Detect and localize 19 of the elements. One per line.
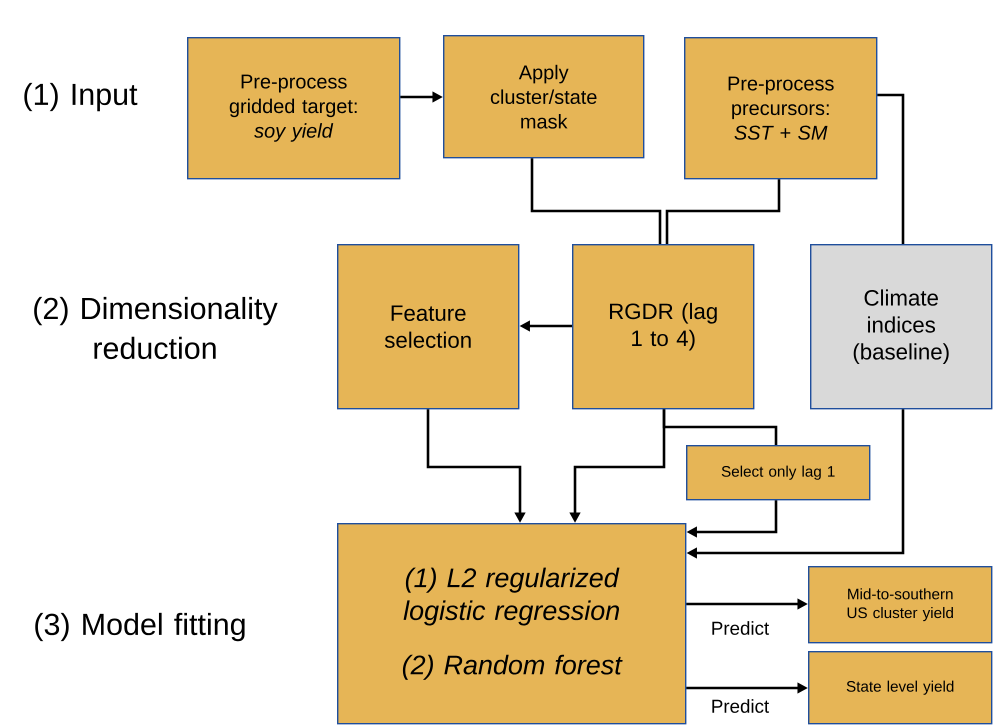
process-box: Climate indices (baseline)	[810, 244, 992, 410]
process-box: RGDR (lag 1 to 4)	[572, 244, 754, 410]
connector-line	[530, 158, 662, 244]
stage-label: (1) Input	[24, 82, 138, 112]
stage-label: (3) Model fitting	[35, 612, 245, 642]
process-box: State level yield	[808, 651, 992, 724]
process-box: Apply cluster/state mask	[443, 35, 644, 158]
process-box: Pre-process precursors: SST + SM	[684, 37, 878, 180]
process-box: (1) L2 regularized logistic regression (2) Random forest	[337, 523, 686, 724]
stage-label: (2) Dimensionality reduction	[34, 296, 278, 360]
connector-line	[666, 179, 780, 244]
process-box: Pre-process gridded target: soy yield	[187, 37, 400, 180]
process-box: Mid-to-southern US cluster yield	[808, 566, 992, 644]
edge-label: Predict	[710, 620, 770, 636]
edge-label: Predict	[710, 698, 770, 714]
process-box: Select only lag 1	[686, 445, 870, 500]
process-box: Feature selection	[337, 244, 520, 410]
connector-line	[662, 409, 778, 445]
connector-line	[877, 94, 904, 244]
